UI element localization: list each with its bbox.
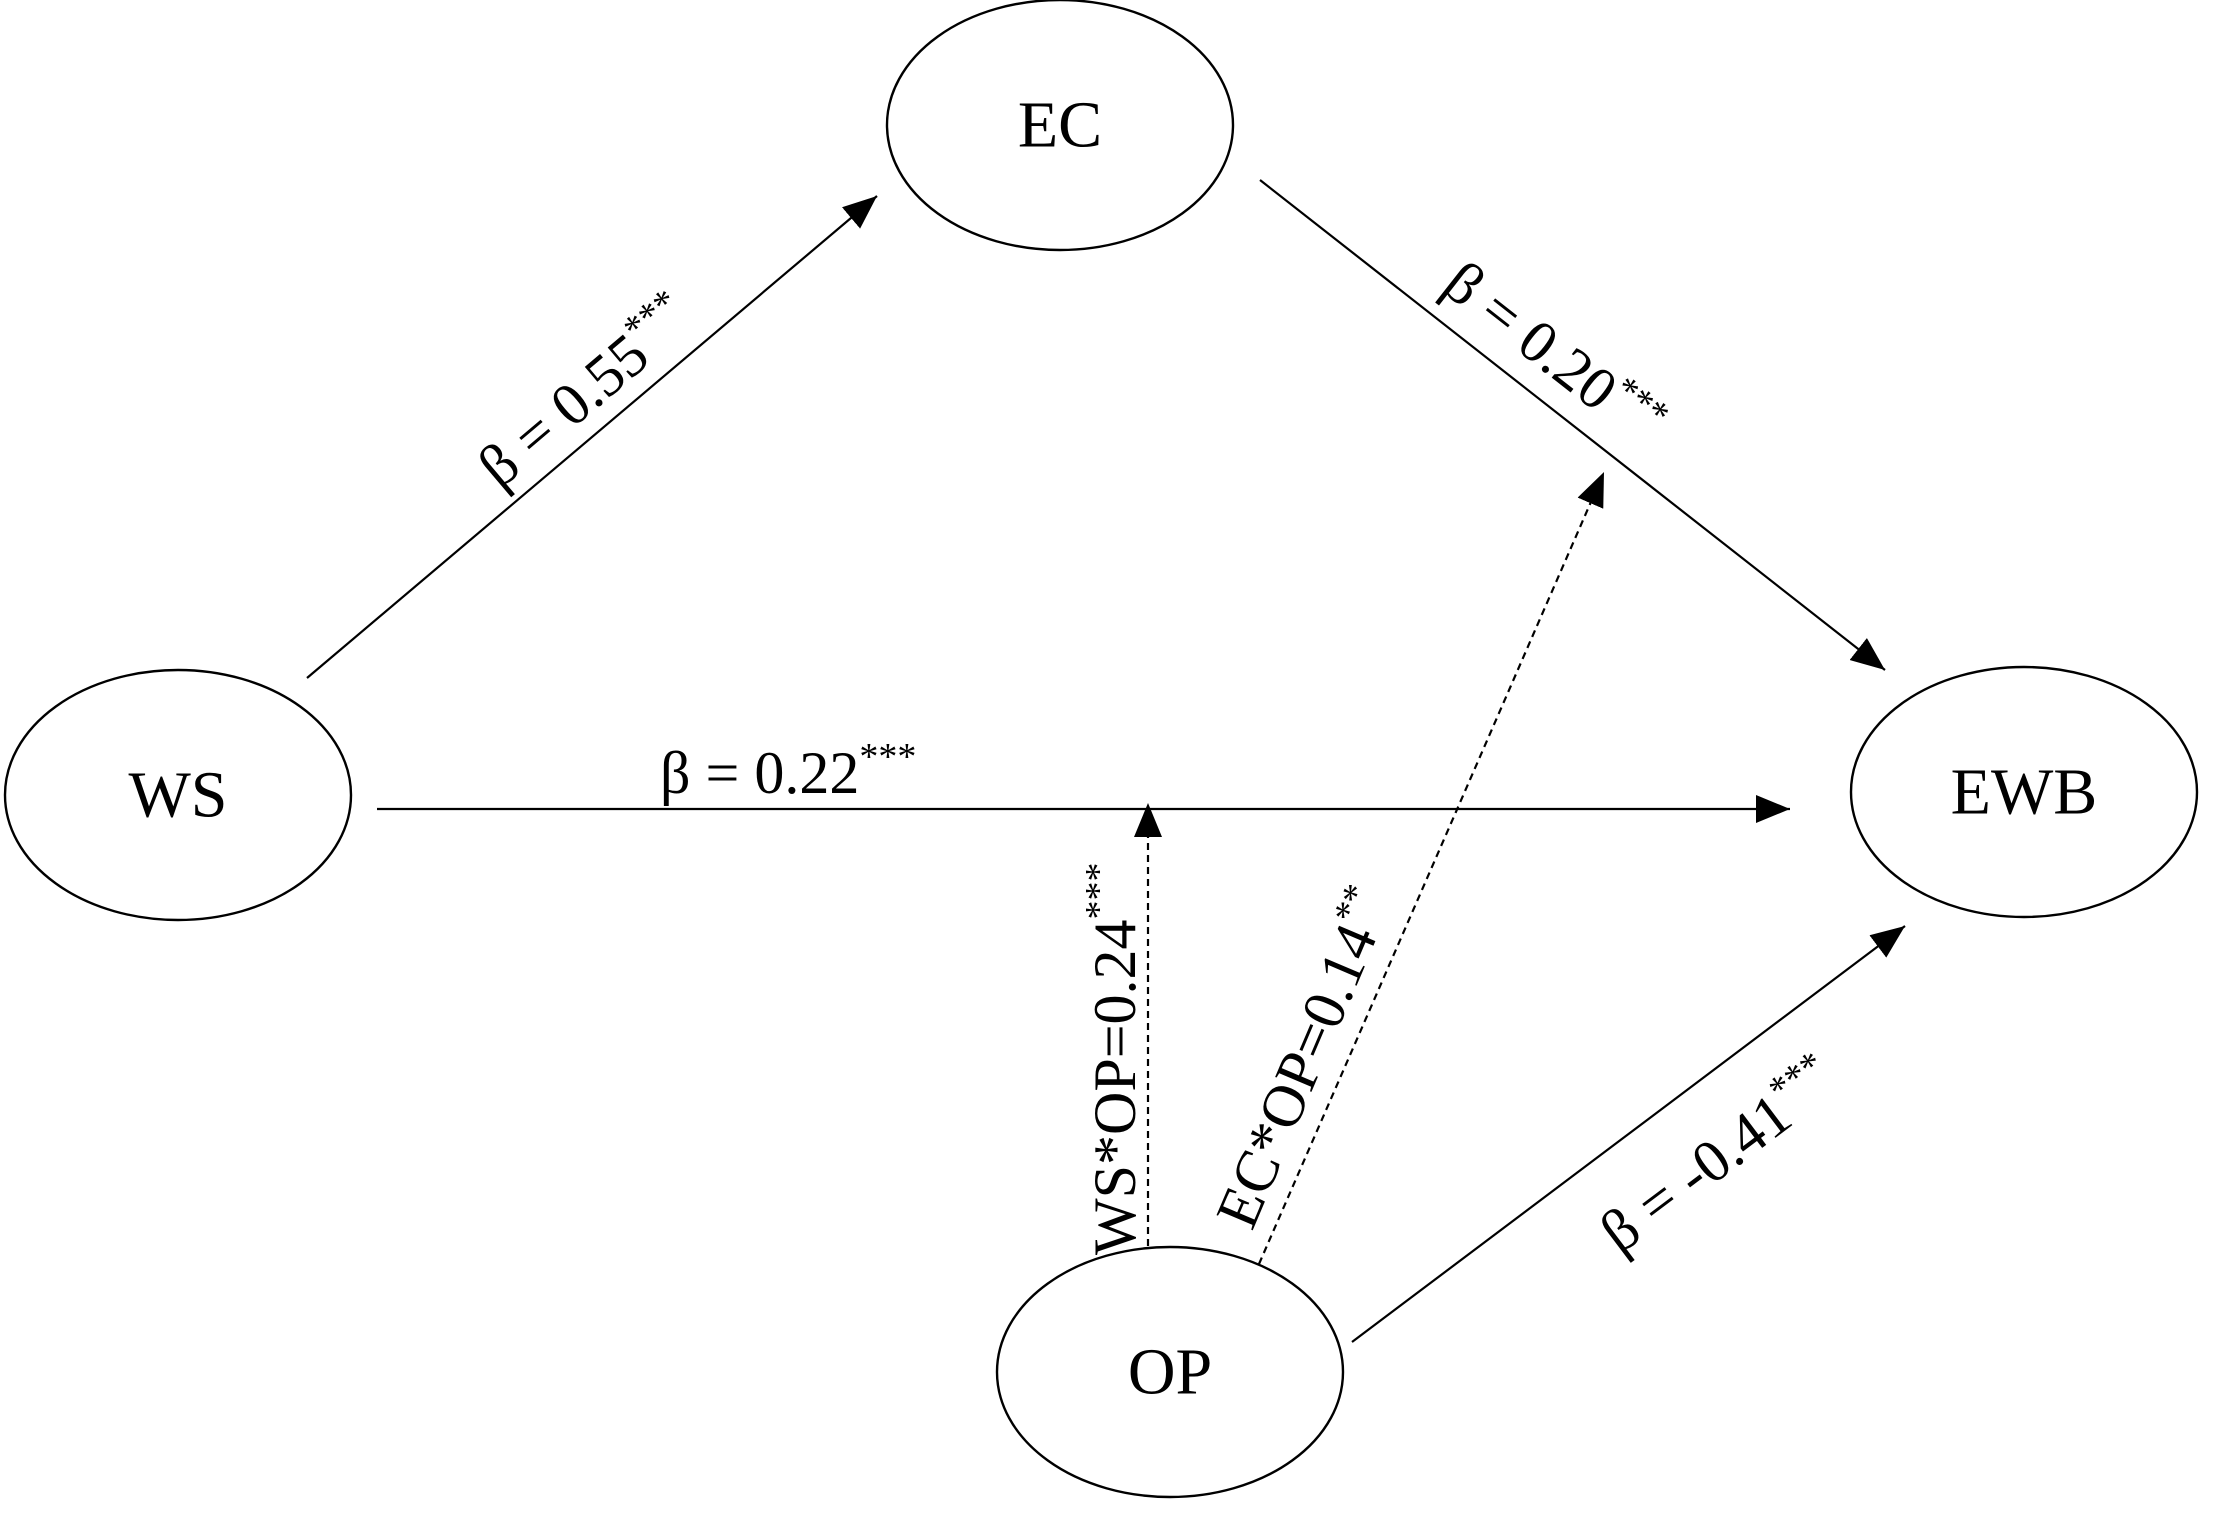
label-ws-ewb-value: β = 0.22 — [660, 740, 859, 806]
node-op-label: OP — [1128, 1336, 1212, 1409]
label-ws-ewb: β = 0.22*** — [660, 736, 916, 806]
label-ws-ec: β = 0.55*** — [463, 281, 704, 500]
label-ws-op-sig: *** — [1078, 862, 1120, 919]
label-ws-op: WS*OP=0.24*** — [1078, 862, 1148, 1255]
edge-op-moderates-ec-ewb — [1257, 471, 1606, 1265]
label-ws-op-value: WS*OP=0.24 — [1082, 919, 1148, 1255]
label-ec-op-value: EC*OP=0.14 — [1203, 915, 1390, 1237]
edge-ws-to-ec — [306, 195, 878, 679]
node-ewb-label: EWB — [1951, 756, 2098, 829]
label-ws-ec-value: β = 0.55 — [466, 321, 661, 500]
edge-op-to-ewb — [1351, 925, 1906, 1343]
label-ec-op: EC*OP=0.14** — [1200, 878, 1405, 1237]
label-op-ewb-value: β = -0.41 — [1588, 1081, 1803, 1266]
label-ec-ewb-value: β = 0.20 — [1432, 248, 1630, 423]
node-ec: EC — [885, 0, 1235, 252]
node-ec-label: EC — [1018, 89, 1102, 162]
node-ws: WS — [3, 668, 353, 922]
node-ewb: EWB — [1849, 665, 2199, 919]
edge-ec-to-ewb — [1259, 179, 1886, 671]
node-op: OP — [995, 1245, 1345, 1499]
node-ws-label: WS — [129, 759, 228, 832]
label-ws-ewb-sig: *** — [859, 736, 916, 778]
label-ec-ewb: β = 0.20*** — [1432, 245, 1677, 458]
label-op-ewb: β = -0.41*** — [1586, 1043, 1849, 1265]
